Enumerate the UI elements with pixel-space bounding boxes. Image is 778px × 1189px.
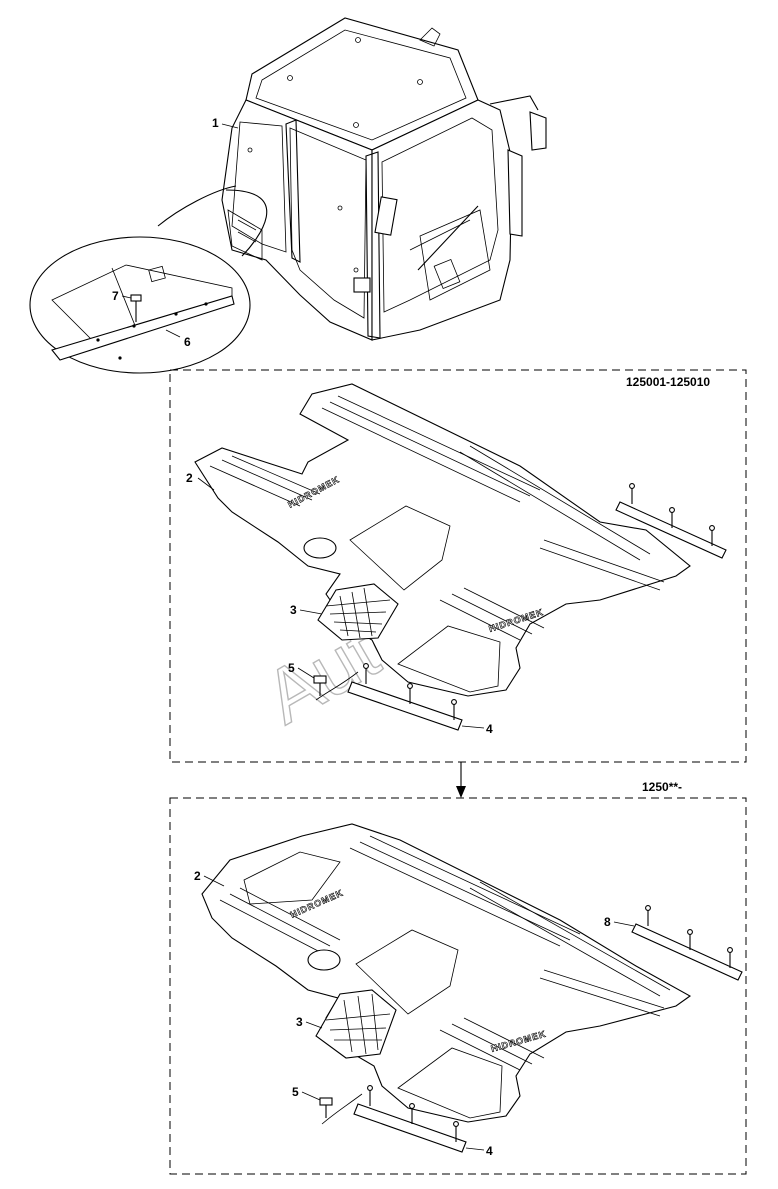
floor-mat-panel-1: HIDROMEK HIDROMEK (194, 383, 691, 697)
panel-1-range-label: 125001-125010 (626, 375, 710, 389)
cab-detail-bubble (29, 185, 268, 374)
floor-mat-panel-2: HIDROMEK HIDROMEK (201, 823, 692, 1123)
front-strip-panel-2 (353, 1085, 467, 1153)
bolt-panel-2 (319, 1093, 363, 1125)
bolt-panel-1 (313, 671, 359, 701)
variant-panel-2-frame (169, 797, 747, 1175)
rear-strip-panel-1 (615, 483, 727, 559)
front-strip-panel-1 (347, 663, 463, 731)
cab-assembly (221, 17, 547, 341)
callout-p2-rear-strip: 8 (604, 915, 611, 929)
callout-p2-bolt: 5 (292, 1085, 299, 1099)
callout-p1-grid: 3 (290, 603, 297, 617)
variant-panel-1-frame (169, 369, 747, 763)
leader-lines (197, 477, 635, 1151)
callout-p1-mat: 2 (186, 471, 193, 485)
panel-2-range-label: 1250**- (642, 780, 682, 794)
callout-p1-strip: 4 (486, 722, 493, 736)
callout-p1-bolt: 5 (288, 661, 295, 675)
callout-cab-strip: 6 (184, 335, 191, 349)
callout-cab: 1 (212, 116, 219, 130)
grid-insert-panel-1 (317, 583, 399, 641)
panel-transition-arrow (456, 762, 466, 798)
callout-p2-grid: 3 (296, 1015, 303, 1029)
callout-p2-mat: 2 (194, 869, 201, 883)
callout-p2-strip: 4 (486, 1144, 493, 1158)
grid-insert-panel-2 (315, 989, 397, 1059)
rear-strip-panel-2 (631, 905, 743, 981)
callout-cab-screw: 7 (112, 289, 119, 303)
